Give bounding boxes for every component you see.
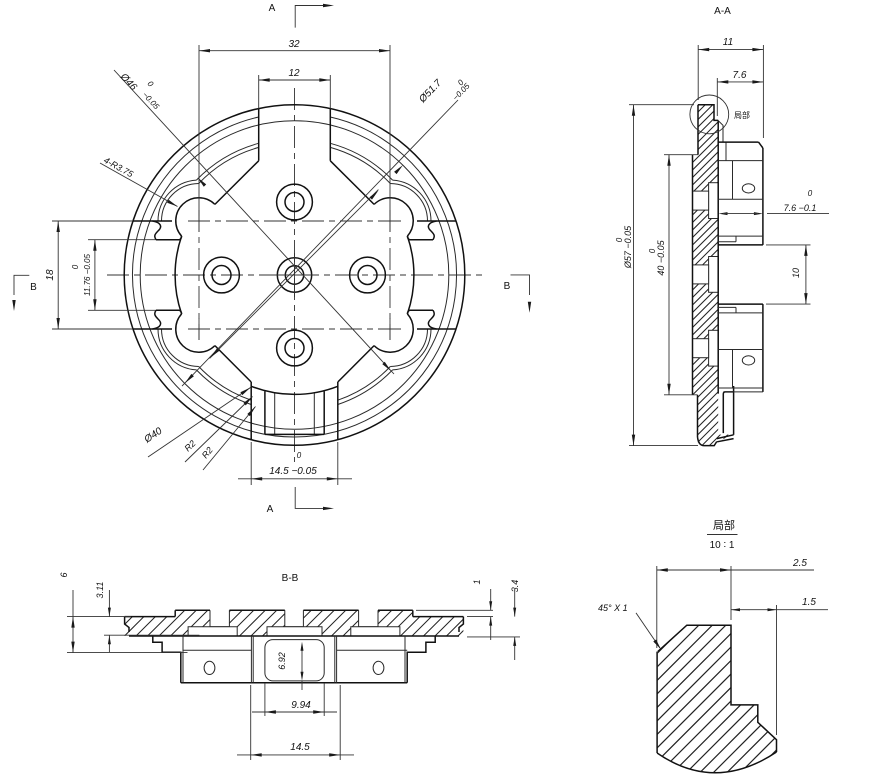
svg-text:A-A: A-A: [714, 6, 731, 17]
svg-text:11.76 −0.05: 11.76 −0.05: [83, 254, 92, 296]
svg-text:7.6 −0.1: 7.6 −0.1: [784, 203, 817, 213]
svg-text:14.5 −0.05: 14.5 −0.05: [269, 466, 317, 477]
svg-text:1: 1: [472, 579, 482, 584]
svg-text:B: B: [504, 281, 511, 292]
svg-text:0: 0: [456, 78, 466, 88]
svg-text:局部: 局部: [734, 110, 750, 120]
svg-text:0: 0: [808, 189, 813, 198]
svg-text:3.4: 3.4: [510, 580, 520, 593]
svg-text:1.5: 1.5: [802, 597, 816, 608]
svg-text:6: 6: [59, 572, 69, 577]
svg-text:B: B: [30, 282, 37, 293]
svg-text:3.11: 3.11: [95, 582, 105, 599]
svg-text:18: 18: [45, 269, 56, 281]
svg-text:A: A: [267, 504, 274, 515]
svg-text:0: 0: [615, 237, 624, 242]
svg-text:0: 0: [71, 264, 80, 269]
svg-text:14.5: 14.5: [290, 742, 310, 753]
svg-text:0: 0: [648, 248, 657, 253]
svg-text:40 −0.05: 40 −0.05: [656, 239, 666, 275]
svg-text:0: 0: [146, 79, 156, 89]
svg-text:0: 0: [297, 451, 302, 460]
svg-text:6.92: 6.92: [277, 652, 287, 670]
svg-text:B-B: B-B: [282, 573, 299, 584]
svg-text:2.5: 2.5: [792, 558, 807, 569]
svg-text:12: 12: [288, 68, 300, 79]
svg-text:45° X 1: 45° X 1: [598, 603, 628, 613]
svg-text:9.94: 9.94: [291, 700, 311, 711]
svg-text:7.6: 7.6: [733, 70, 747, 81]
svg-text:11: 11: [723, 37, 733, 48]
svg-text:局部: 局部: [713, 518, 735, 532]
svg-text:10: 10: [791, 268, 801, 278]
svg-text:A: A: [269, 3, 276, 14]
svg-text:10 ∶ 1: 10 ∶ 1: [710, 540, 735, 551]
svg-text:Ø57 −0.05: Ø57 −0.05: [623, 225, 633, 269]
svg-text:32: 32: [288, 39, 300, 50]
